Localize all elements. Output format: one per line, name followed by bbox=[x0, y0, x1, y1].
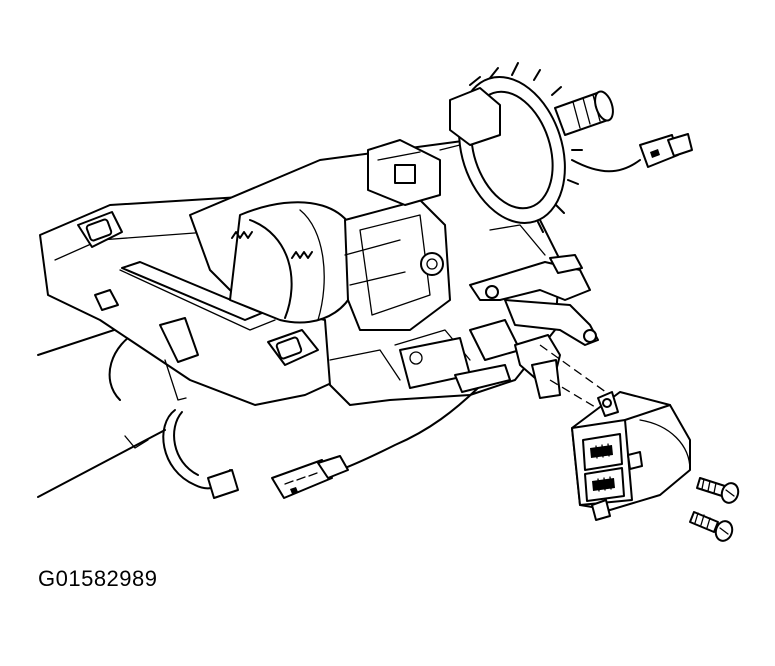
steering-shaft bbox=[554, 90, 614, 136]
ignition-switch-module bbox=[571, 391, 691, 521]
mounting-screw-upper bbox=[696, 477, 740, 504]
column-housing bbox=[189, 129, 561, 406]
upper-wire-connector bbox=[571, 133, 693, 173]
turn-signal-cancel-ring bbox=[449, 62, 583, 233]
wire-clamp bbox=[94, 289, 239, 499]
assembly-guide-lines bbox=[539, 344, 611, 411]
lever-arm bbox=[469, 254, 599, 346]
mounting-screw-lower bbox=[689, 511, 734, 542]
lower-bracket bbox=[454, 334, 561, 399]
lower-wire-harness bbox=[271, 387, 479, 499]
figure-code-label: G01582989 bbox=[38, 566, 158, 591]
